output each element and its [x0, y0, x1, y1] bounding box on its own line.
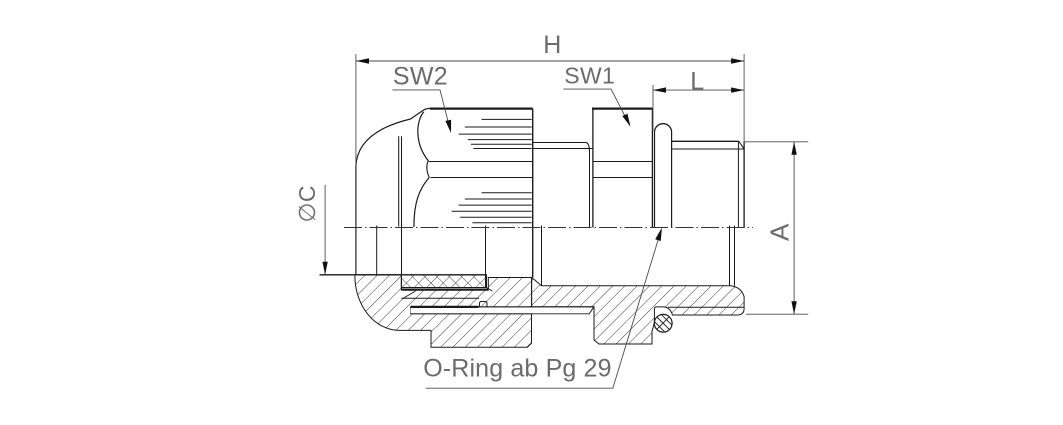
svg-text:∅C: ∅C — [294, 185, 320, 222]
svg-text:H: H — [543, 31, 561, 59]
svg-text:L: L — [690, 68, 704, 96]
svg-text:SW1: SW1 — [564, 63, 615, 89]
svg-text:O-Ring ab Pg 29: O-Ring ab Pg 29 — [423, 355, 611, 383]
svg-text:SW2: SW2 — [393, 63, 448, 91]
svg-text:A: A — [765, 223, 795, 241]
